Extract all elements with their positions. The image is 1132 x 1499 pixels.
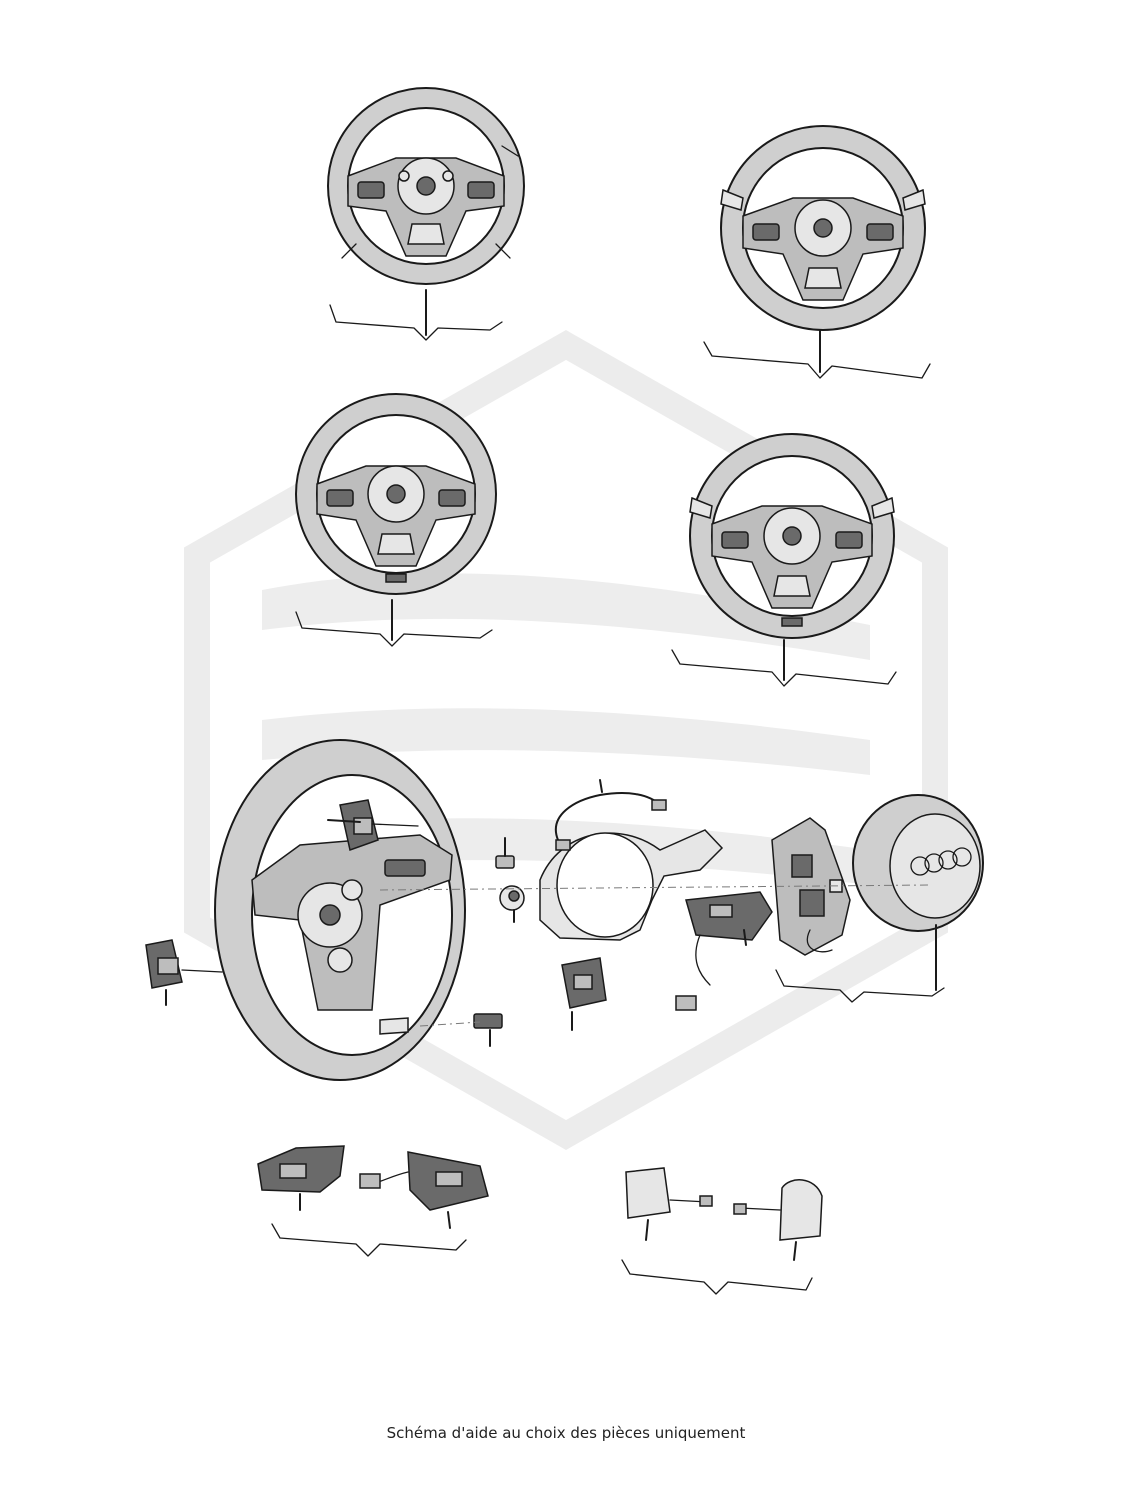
paddle-shifter-left[interactable] xyxy=(625,1167,713,1241)
group-bracket xyxy=(671,639,897,687)
steering-wheel-1[interactable] xyxy=(327,87,525,285)
steering-wheel-4[interactable] xyxy=(689,433,895,639)
switch-module[interactable] xyxy=(473,1013,503,1047)
bolt xyxy=(495,837,515,869)
button-module-left[interactable] xyxy=(257,1145,345,1211)
steering-wheel-2[interactable] xyxy=(720,125,926,331)
group-bracket xyxy=(703,329,931,379)
brand-logo xyxy=(910,847,972,876)
diagram-caption: Schéma d'aide au choix des pièces unique… xyxy=(386,1424,746,1442)
button-module[interactable] xyxy=(561,957,607,1031)
wiring-harness xyxy=(555,779,667,851)
airbag-module[interactable] xyxy=(852,794,984,991)
paddle-shifter[interactable] xyxy=(327,799,419,851)
group-bracket xyxy=(271,1223,467,1257)
steering-wheel-exploded[interactable] xyxy=(214,739,466,1081)
group-bracket xyxy=(295,599,493,647)
paddle-shifter-right[interactable] xyxy=(733,1179,823,1261)
steering-wheel-3[interactable] xyxy=(295,393,497,595)
group-bracket xyxy=(329,289,503,341)
paddle-shifter[interactable] xyxy=(145,939,223,1006)
clock-spring[interactable] xyxy=(771,817,851,956)
rivet xyxy=(499,885,525,923)
group-bracket xyxy=(621,1259,813,1295)
button-module-right[interactable] xyxy=(359,1151,489,1229)
group-bracket xyxy=(775,969,945,1003)
button-module[interactable] xyxy=(675,891,773,1011)
